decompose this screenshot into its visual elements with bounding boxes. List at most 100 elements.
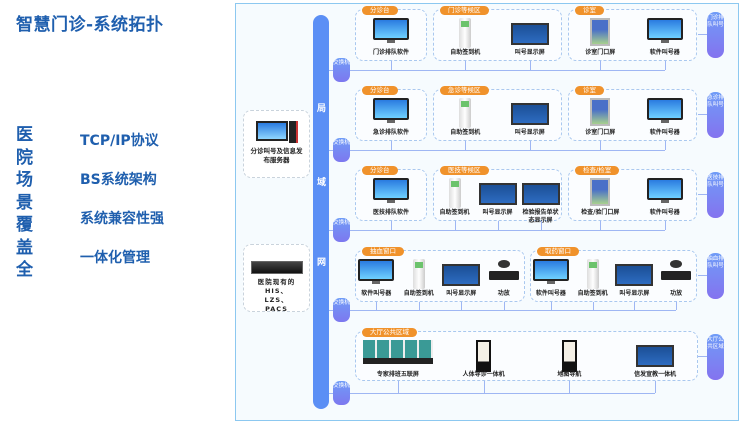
side-label: 急诊排队叫号 [707, 92, 724, 138]
device: 诊室门口屏 [568, 16, 633, 57]
amplifier-icon [655, 257, 697, 290]
switch-line [329, 150, 665, 151]
device-label: 专家排班五联屏 [376, 371, 419, 378]
kiosk-icon [398, 257, 441, 290]
server-pc-icon [255, 121, 298, 143]
lan-bar: 局 域 网 [313, 15, 329, 409]
group-tag: 分诊台 [362, 166, 398, 175]
device: 叫号显示屏 [498, 16, 563, 57]
device: 叫号显示屏 [440, 257, 483, 298]
monitor-icon [355, 176, 427, 209]
switch-line [329, 70, 665, 71]
connector-line [664, 221, 666, 230]
rack-server-icon [250, 261, 303, 274]
device: 功放 [655, 257, 697, 298]
lan-char: 局 [317, 104, 327, 114]
monitor-icon [355, 257, 398, 290]
device-label: 自助签到机 [439, 209, 470, 216]
connector-line [497, 221, 499, 230]
connector-line [461, 302, 463, 310]
lan-char: 网 [317, 258, 327, 268]
device: 叫号显示屏 [498, 96, 563, 137]
kiosk-icon [433, 96, 498, 129]
device: 软件叫号器 [633, 16, 698, 57]
switch: 交换机 [333, 58, 350, 82]
device: 门诊排队软件 [355, 16, 427, 57]
kiosk-icon [433, 16, 498, 49]
device-label: 检查/验门口屏 [581, 209, 620, 216]
kiosk-icon [572, 257, 614, 290]
switch-line [329, 230, 665, 231]
device-label: 软件叫号器 [649, 209, 680, 216]
feature-bs: BS系统架构 [80, 172, 157, 188]
connector-line [454, 221, 456, 230]
device-label: 检验报告单状态显示屏 [522, 209, 559, 224]
device: 检查/验门口屏 [568, 176, 633, 217]
device: 自助签到机 [433, 96, 498, 137]
connector-line [600, 141, 602, 150]
group-tag: 门诊等候区 [440, 6, 489, 15]
five-panel-screen-icon [355, 338, 441, 371]
device-label: 诊室门口屏 [585, 49, 616, 56]
standing-screen-icon [527, 338, 613, 372]
group-tag: 诊室 [575, 6, 604, 15]
display-screen-icon [614, 257, 656, 290]
monitor-icon [633, 176, 698, 209]
device-label: 功放 [497, 290, 510, 297]
switch: 交换机 [333, 138, 350, 162]
monitor-icon [530, 257, 572, 290]
group-tag: 分诊台 [362, 86, 398, 95]
door-screen-icon [568, 96, 633, 129]
page-title: 智慧门诊-系统拓扑 [16, 15, 164, 35]
display-screen-icon [498, 16, 563, 49]
connector-line [465, 141, 467, 150]
device-label: 诊室门口屏 [585, 129, 616, 136]
device: 软件叫号器 [633, 176, 698, 217]
device: 信发宣教一体机 [612, 338, 698, 379]
device-label: 门诊排队软件 [372, 49, 409, 56]
device-label: 叫号显示屏 [514, 129, 545, 136]
device: 急诊排队软件 [355, 96, 427, 137]
device: 自助签到机 [433, 16, 498, 57]
his-label: 医院现有的HIS、LZS、PACS [257, 278, 296, 313]
connector-line [391, 61, 392, 70]
device-label: 自助签到机 [403, 290, 434, 297]
server-label: 分诊叫号及信息发布服务器 [250, 147, 303, 164]
connector-line [483, 381, 485, 393]
side-connector [698, 114, 707, 115]
feature-compat: 系统兼容性强 [80, 211, 164, 227]
server-box: 分诊叫号及信息发布服务器 [243, 110, 310, 178]
monitor-icon [355, 16, 427, 49]
kiosk-icon [433, 176, 476, 209]
connector-line [664, 141, 666, 150]
device-label: 急诊排队软件 [372, 129, 409, 136]
switch-line [329, 310, 677, 311]
device: 软件叫号器 [355, 257, 398, 298]
group-tag: 诊室 [575, 86, 604, 95]
device: 自助签到机 [572, 257, 614, 298]
group-tag: 取药窗口 [537, 247, 579, 256]
device-label: 软件叫号器 [649, 49, 680, 56]
device: 自助签到机 [398, 257, 441, 298]
side-connector [698, 34, 707, 35]
device: 医技排队软件 [355, 176, 427, 217]
device: 人体导诊一体机 [441, 338, 527, 379]
display-screen-icon [476, 176, 519, 209]
device-group: 门诊等候区 [433, 6, 562, 61]
connector-line [655, 381, 657, 393]
display-screen-icon [612, 338, 698, 371]
monitor-icon [355, 96, 427, 129]
connector-line [634, 302, 636, 310]
switch: 交换机 [333, 218, 350, 242]
device-label: 地图导航 [557, 371, 582, 378]
device-label: 叫号显示屏 [514, 49, 545, 56]
device-label: 自助签到机 [450, 129, 481, 136]
group-tag: 分诊台 [362, 6, 398, 15]
switch-line [329, 393, 656, 394]
device: 检验报告单状态显示屏 [519, 176, 562, 224]
connector-line [391, 141, 392, 150]
device-label: 人体导诊一体机 [462, 371, 505, 378]
feature-tcp: TCP/IP协议 [80, 133, 159, 149]
monitor-icon [633, 16, 698, 49]
device-label: 医技排队软件 [372, 209, 409, 216]
